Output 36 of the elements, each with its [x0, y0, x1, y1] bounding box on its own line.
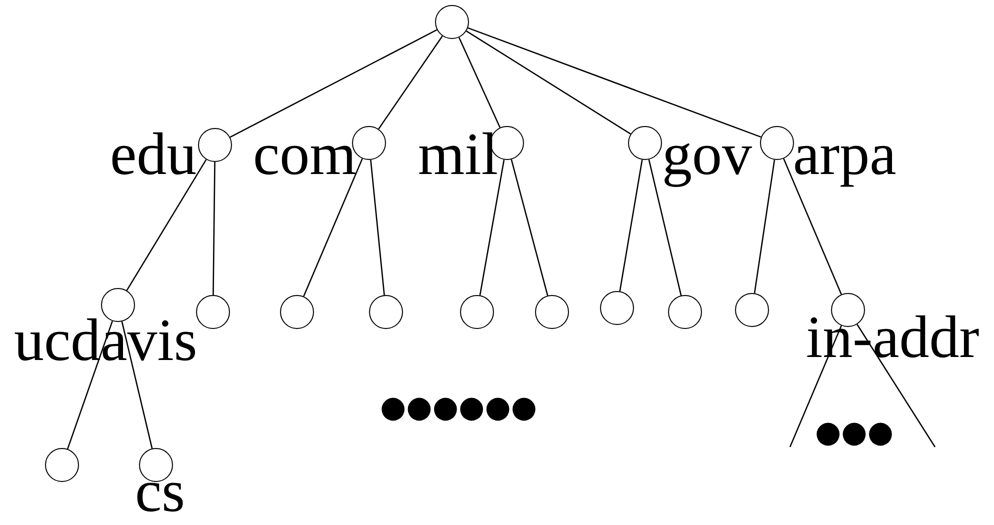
connector-line	[789, 325, 842, 448]
domain-label: edu	[110, 124, 197, 184]
connector-line	[230, 29, 438, 138]
domain-label: mil	[418, 124, 498, 184]
tree-node-circle	[460, 295, 494, 329]
tree-node-circle	[628, 126, 662, 160]
connector-line	[370, 160, 385, 296]
connector-line	[458, 37, 501, 128]
tree-node-circle	[280, 295, 314, 329]
connector-line	[754, 160, 776, 294]
tree-node-circle	[735, 293, 769, 327]
tree-node-circle	[45, 448, 79, 482]
connector-line	[479, 160, 505, 296]
ellipsis-dots: ●●●	[815, 418, 894, 448]
connector-line	[212, 162, 216, 295]
tree-node-circle	[668, 295, 702, 329]
connector-line	[510, 159, 548, 296]
tree-node-circle	[760, 126, 794, 160]
connector-line	[619, 160, 643, 292]
connector-line	[466, 30, 631, 135]
tree-node-circle	[198, 128, 232, 162]
connector-line	[303, 158, 363, 297]
tree-node-circle	[369, 295, 403, 329]
tree-node-circle	[139, 448, 173, 482]
connector-line	[126, 159, 207, 291]
connector-line	[648, 159, 682, 296]
connector-line	[378, 36, 443, 130]
connector-line	[783, 158, 842, 295]
ellipsis-dots: ●●●●●●	[380, 393, 538, 423]
domain-label: cs	[135, 461, 185, 521]
tree-node-circle	[535, 295, 569, 329]
connector-line	[468, 27, 762, 138]
tree-node-circle	[435, 5, 469, 39]
tree-node-circle	[196, 295, 230, 329]
tree-node-circle	[600, 291, 634, 325]
domain-label: com	[253, 124, 356, 184]
